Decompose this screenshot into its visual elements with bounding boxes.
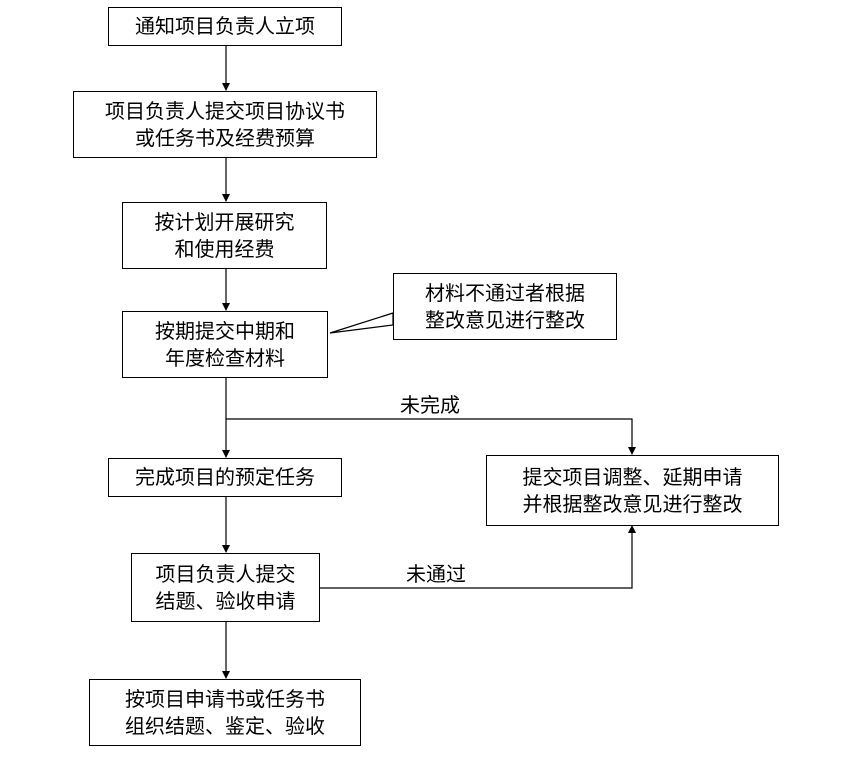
step-submit-agreement-line-2: 或任务书及经费预算 (135, 125, 315, 150)
callout-pointer (329, 312, 394, 334)
callout-rework-line-1: 材料不通过者根据 (425, 280, 585, 305)
arrow-not-completed-branch (226, 418, 636, 455)
step-apply-closing: 项目负责人提交 结题、验收申请 (131, 553, 320, 622)
step-research-line-2: 和使用经费 (174, 236, 275, 261)
step-midterm-line-1: 按期提交中期和 (155, 318, 295, 343)
step-midterm: 按期提交中期和 年度检查材料 (122, 311, 328, 378)
step-complete: 完成项目的预定任务 (108, 458, 342, 497)
step-complete-text: 完成项目的预定任务 (135, 465, 315, 489)
label-not-completed: 未完成 (400, 393, 460, 417)
step-organize-line-2: 组织结题、鉴定、验收 (125, 713, 325, 738)
step-apply-closing-line-2: 结题、验收申请 (155, 588, 296, 613)
step-submit-agreement: 项目负责人提交项目协议书 或任务书及经费预算 (73, 91, 377, 158)
label-not-passed: 未通过 (406, 562, 466, 586)
step-apply-closing-line-1: 项目负责人提交 (155, 561, 296, 586)
step-adjust-line-1: 提交项目调整、延期申请 (522, 464, 743, 489)
callout-rework: 材料不通过者根据 整改意见进行整改 (393, 273, 617, 340)
step-research: 按计划开展研究 和使用经费 (122, 202, 327, 269)
callout-rework-line-2: 整改意见进行整改 (425, 307, 585, 332)
step-adjust: 提交项目调整、延期申请 并根据整改意见进行整改 (486, 455, 779, 526)
step-notify: 通知项目负责人立项 (108, 7, 342, 46)
step-organize: 按项目申请书或任务书 组织结题、鉴定、验收 (89, 679, 361, 746)
step-organize-line-1: 按项目申请书或任务书 (125, 686, 325, 711)
arrow-not-passed-branch (320, 525, 636, 589)
step-research-line-1: 按计划开展研究 (154, 209, 295, 234)
step-midterm-line-2: 年度检查材料 (165, 345, 285, 370)
step-adjust-line-2: 并根据整改意见进行整改 (522, 491, 743, 516)
step-submit-agreement-line-1: 项目负责人提交项目协议书 (105, 98, 345, 123)
step-notify-text: 通知项目负责人立项 (135, 14, 315, 38)
